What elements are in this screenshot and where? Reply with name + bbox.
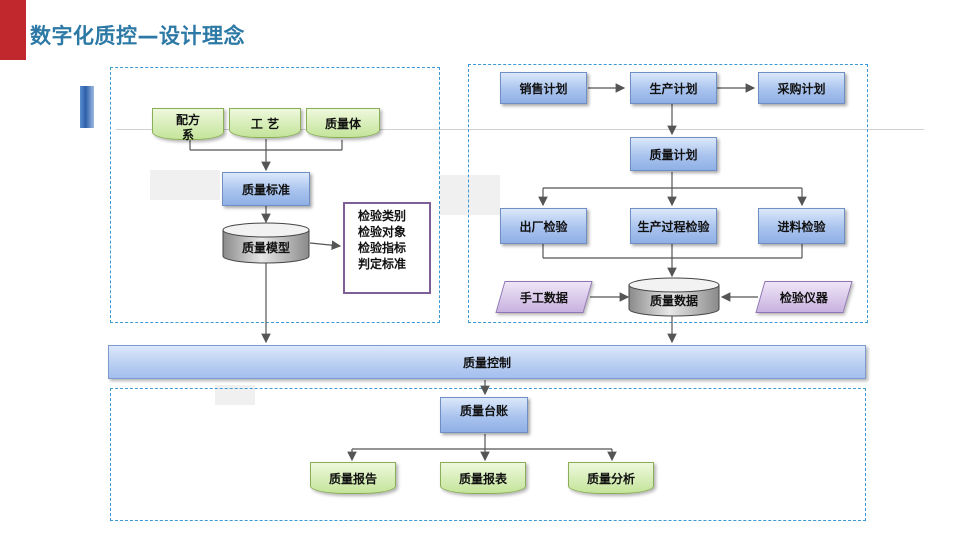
quality-statement-node: 质量报表 <box>440 462 526 494</box>
outgoing-inspection-node: 出厂检验 <box>500 208 587 244</box>
watermark <box>215 385 255 405</box>
quality-data-cylinder <box>628 277 720 317</box>
quality-statement-label: 质量报表 <box>458 471 507 486</box>
recipe-label: 配方系 <box>175 113 200 142</box>
quality-system-label: 质量体 <box>324 116 361 131</box>
quality-model-label: 质量模型 <box>241 241 290 255</box>
quality-control-bar: 质量控制 <box>108 345 866 379</box>
incoming-inspection-label: 进料检验 <box>777 219 826 234</box>
manual-data-label: 手工数据 <box>519 290 568 305</box>
production-plan-label: 生产计划 <box>649 81 698 96</box>
quality-ledger-label: 质量台账 <box>459 404 508 418</box>
divider-line <box>116 129 924 130</box>
quality-model-node: 质量模型 <box>222 222 310 264</box>
sales-plan-node: 销售计划 <box>500 72 587 104</box>
inspection-criteria-note: 检验类别 检验对象 检验指标 判定标准 <box>343 202 431 294</box>
page-title: 数字化质控—设计理念 <box>30 24 245 48</box>
quality-report-node: 质量报告 <box>310 462 396 494</box>
quality-ledger-node: 质量台账 <box>440 397 528 433</box>
watermark <box>440 175 500 215</box>
purchase-plan-label: 采购计划 <box>777 81 826 96</box>
quality-control-label: 质量控制 <box>462 355 511 370</box>
recipe-node: 配方系 <box>152 108 224 142</box>
outgoing-inspection-label: 出厂检验 <box>519 219 568 234</box>
quality-plan-node: 质量计划 <box>630 137 717 171</box>
in-process-inspection-label: 生产过程检验 <box>637 219 710 234</box>
process-node: 工 艺 <box>229 108 301 138</box>
note-line: 判定标准 <box>358 257 407 271</box>
decorative-stripe <box>80 86 94 128</box>
instruments-node: 检验仪器 <box>755 281 853 313</box>
quality-data-label: 质量数据 <box>649 294 698 308</box>
quality-standard-node: 质量标准 <box>222 172 310 206</box>
purchase-plan-node: 采购计划 <box>758 72 845 104</box>
instruments-label: 检验仪器 <box>779 290 828 305</box>
note-line: 检验类别 <box>358 209 407 223</box>
quality-analysis-node: 质量分析 <box>568 462 654 494</box>
quality-plan-label: 质量计划 <box>649 147 698 162</box>
left-panel <box>110 67 440 323</box>
in-process-inspection-node: 生产过程检验 <box>630 208 717 244</box>
quality-data-node: 质量数据 <box>628 277 720 317</box>
right-panel <box>468 64 868 323</box>
note-line: 检验对象 <box>358 225 407 239</box>
note-line: 检验指标 <box>358 241 407 255</box>
incoming-inspection-node: 进料检验 <box>758 208 845 244</box>
quality-report-label: 质量报告 <box>328 471 377 486</box>
process-label: 工 艺 <box>250 116 280 131</box>
quality-model-cylinder <box>222 222 310 264</box>
sales-plan-label: 销售计划 <box>519 81 568 96</box>
quality-analysis-label: 质量分析 <box>586 471 635 486</box>
watermark <box>150 170 220 200</box>
quality-standard-label: 质量标准 <box>241 182 290 197</box>
production-plan-node: 生产计划 <box>630 72 717 104</box>
quality-system-node: 质量体 <box>306 108 380 138</box>
manual-data-node: 手工数据 <box>495 281 593 313</box>
title-accent-bar <box>0 0 26 60</box>
